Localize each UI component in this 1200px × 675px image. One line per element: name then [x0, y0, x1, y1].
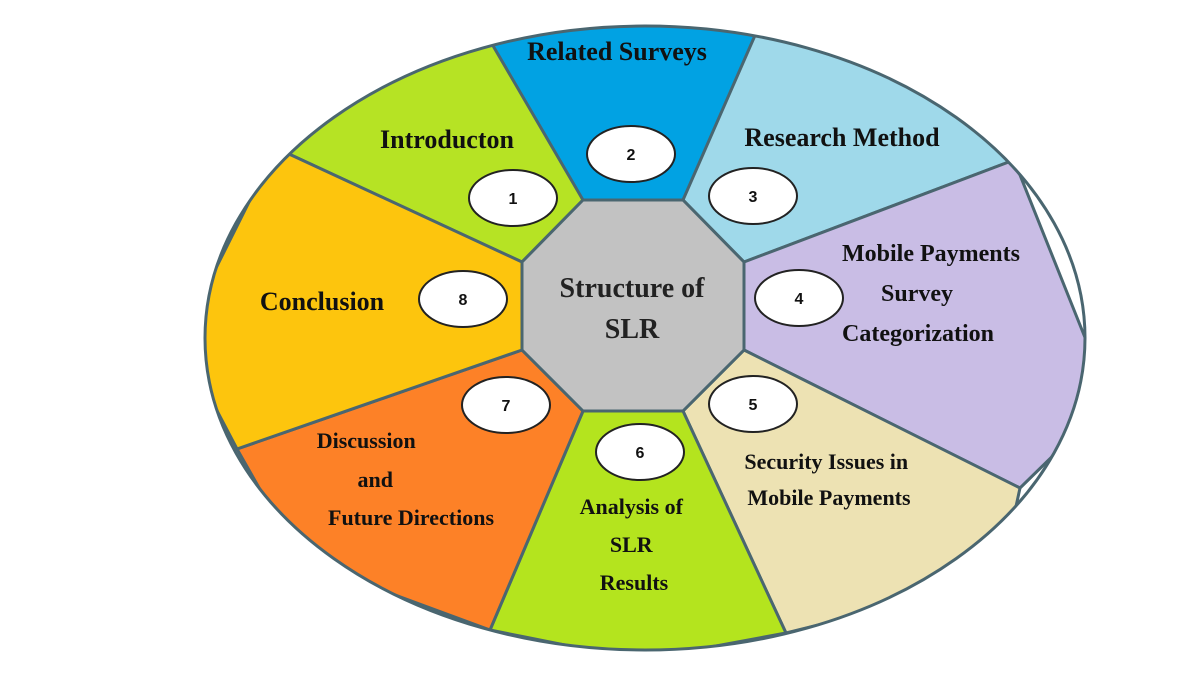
section-label-line: Analysis of [580, 494, 684, 519]
outer-ellipse [203, 24, 1087, 652]
section-number-badge-2 [586, 125, 676, 183]
section-number-4: 4 [795, 291, 804, 308]
section-number-badge-1 [468, 169, 558, 227]
section-number-badge-4 [754, 269, 844, 327]
section-number-2: 2 [627, 147, 636, 164]
section-number-badge-5 [708, 375, 798, 433]
section-number-8: 8 [459, 292, 468, 309]
section-number-7: 7 [502, 398, 511, 415]
section-label-related-surveys: Related Surveys [527, 37, 707, 66]
section-label-conclusion: Conclusion [260, 287, 385, 316]
section-label-line: Security Issues in [744, 449, 908, 474]
section-label-introduction: Introducton [380, 125, 514, 154]
section-number-badge-3 [708, 167, 798, 225]
section-number-3: 3 [749, 189, 758, 206]
section-label-line: Conclusion [260, 287, 385, 316]
section-label-mobile-payments-categorization: Mobile Payments Survey Categorization [842, 241, 1026, 347]
section-label-line: Future Directions [328, 505, 494, 530]
section-number-5: 5 [749, 397, 758, 414]
section-label-line: Survey [881, 281, 953, 307]
section-label-analysis-results: Analysis of SLR Results [580, 494, 689, 595]
section-label-line: SLR [610, 532, 654, 557]
center-title-line-2: SLR [605, 314, 660, 345]
section-number-badge-6 [595, 423, 685, 481]
section-label-line: Research Method [744, 123, 940, 152]
center-octagon [520, 198, 746, 413]
section-label-line: Categorization [842, 321, 994, 347]
section-label-line: Mobile Payments [747, 485, 911, 510]
section-label-discussion-future: Discussion and Future Directions [317, 428, 495, 530]
section-label-line: and [358, 467, 393, 492]
section-number-6: 6 [636, 445, 645, 462]
section-label-line: Results [600, 570, 669, 595]
section-label-security-issues: Security Issues in Mobile Payments [744, 449, 913, 510]
section-label-line: Introducton [380, 125, 514, 154]
section-label-research-method: Research Method [744, 123, 940, 152]
section-number-1: 1 [509, 191, 518, 208]
section-label-line: Mobile Payments [842, 241, 1020, 267]
section-number-badge-7 [461, 376, 551, 434]
section-label-line: Related Surveys [527, 37, 707, 66]
center-title-line-1: Structure of [560, 273, 706, 304]
section-label-line: Discussion [317, 428, 416, 453]
section-number-badge-8 [418, 270, 508, 328]
